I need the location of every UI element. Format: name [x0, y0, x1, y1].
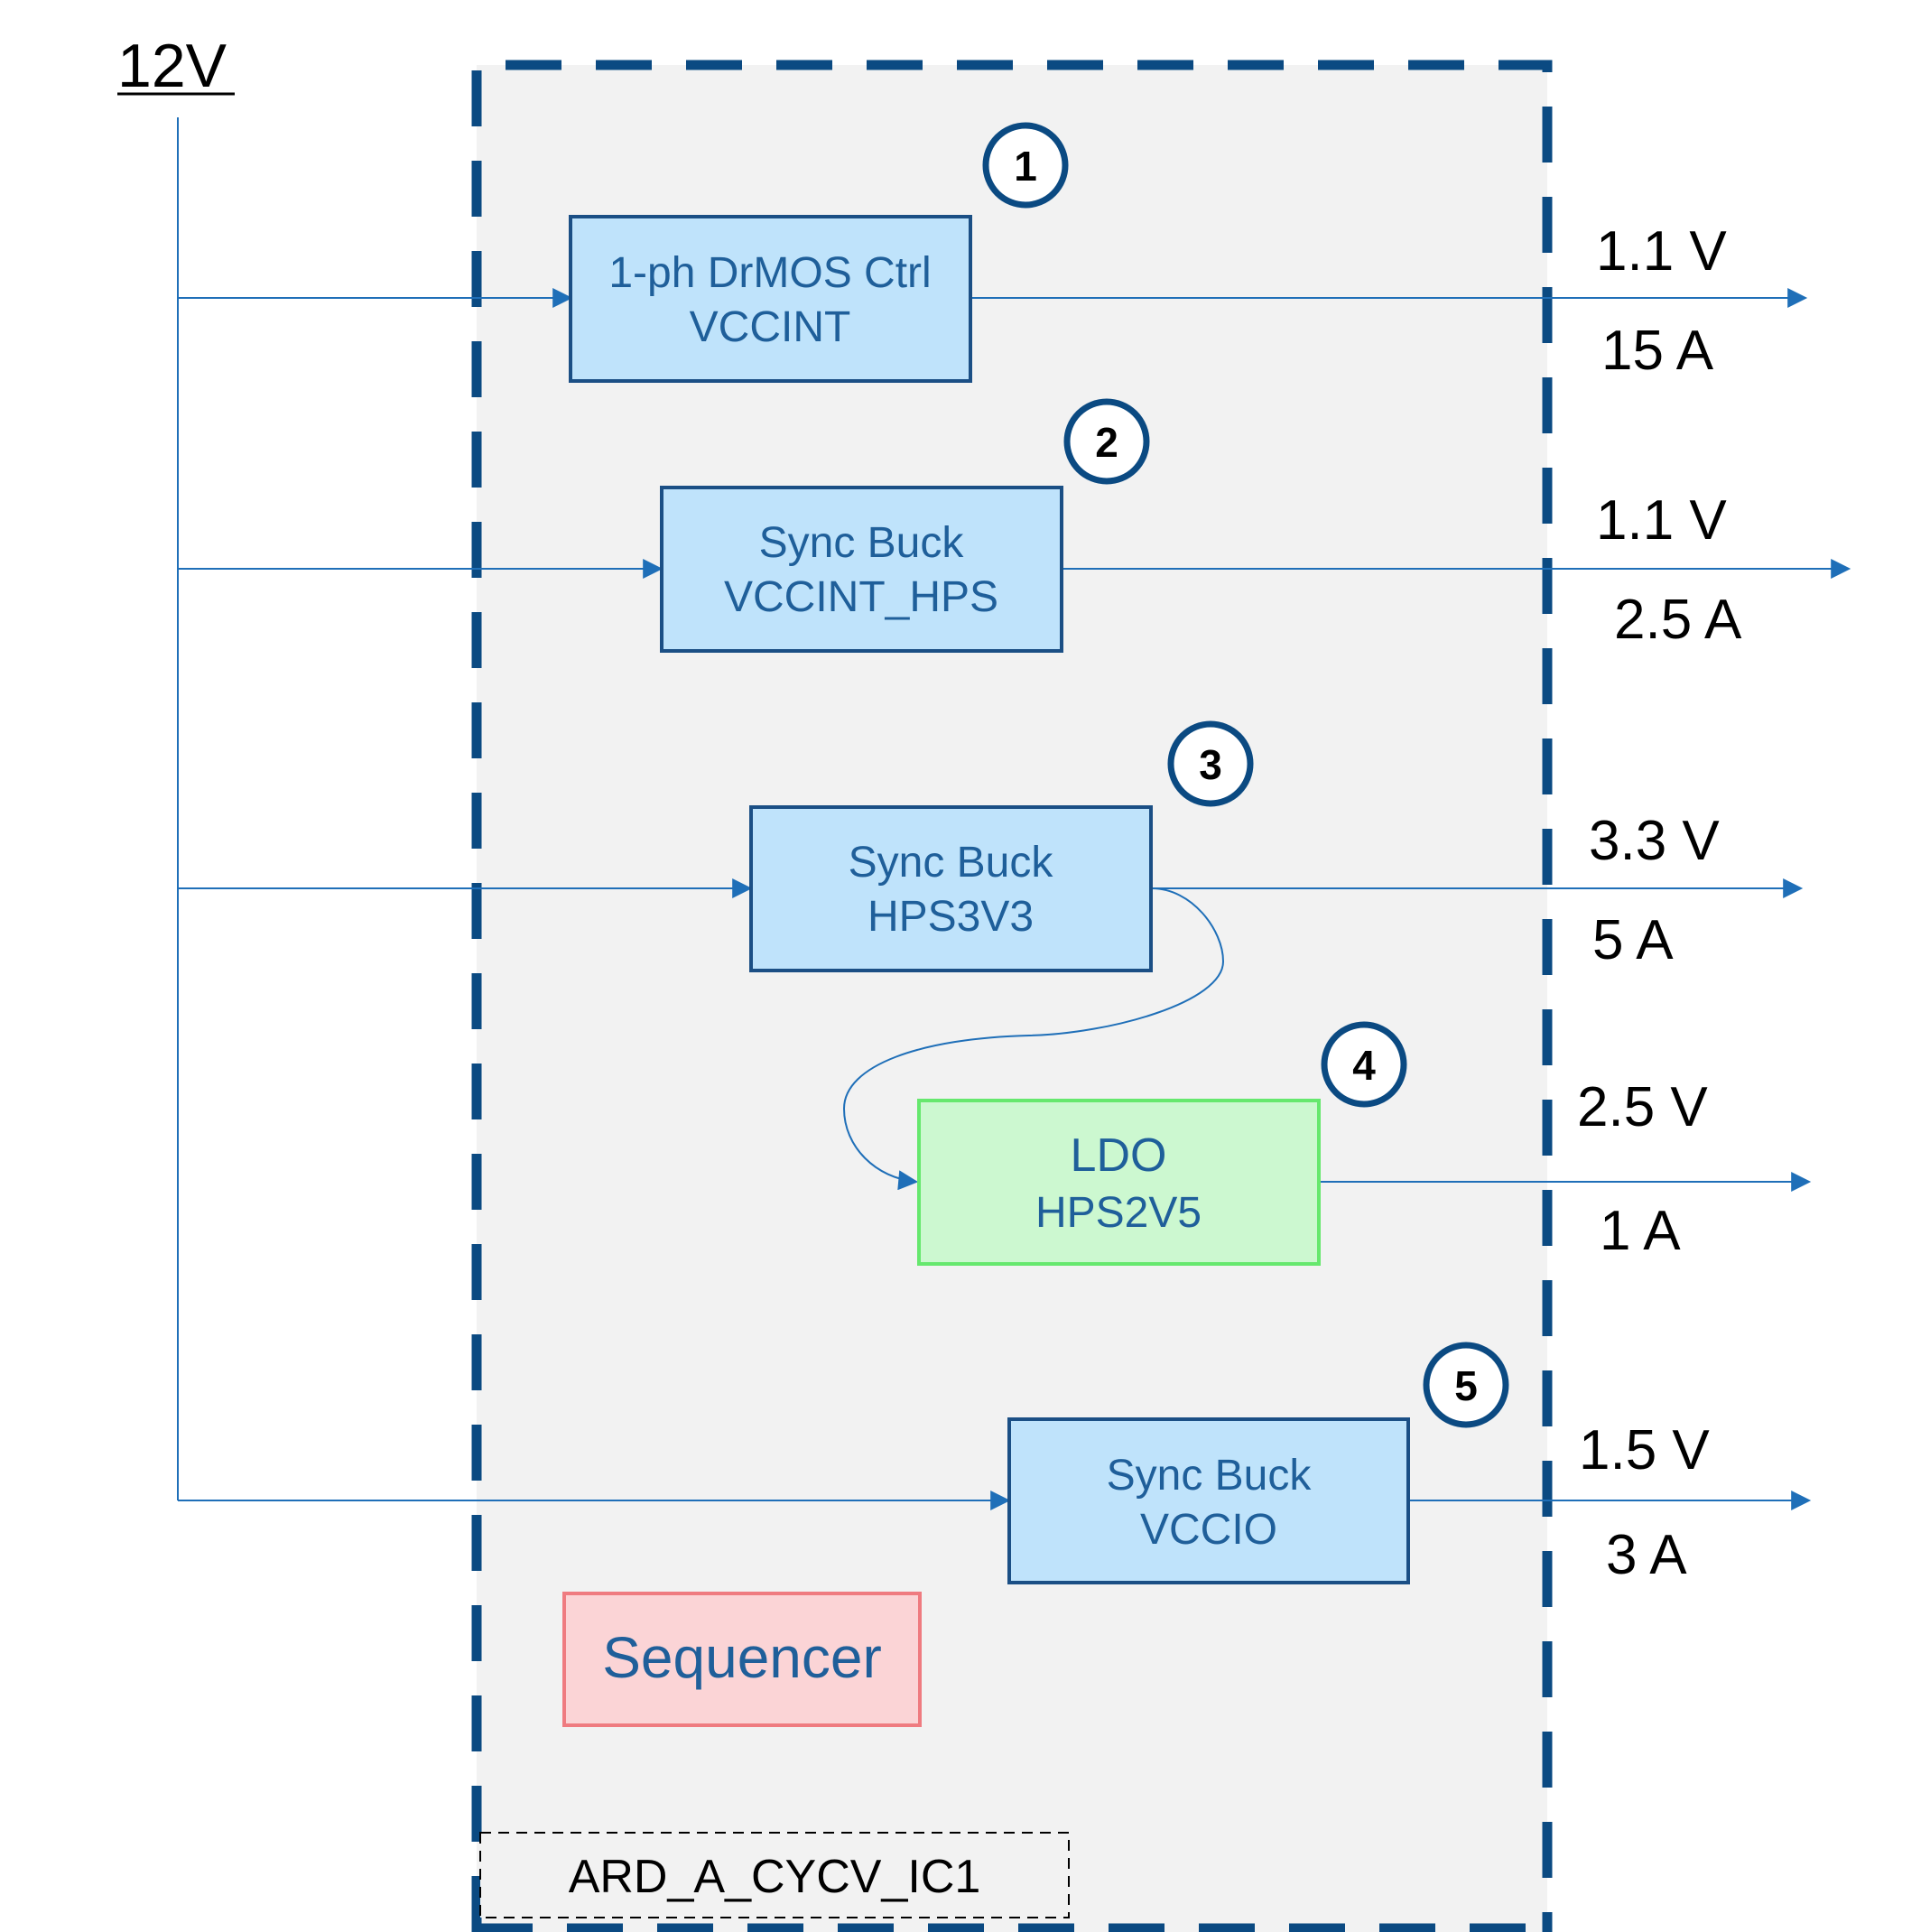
output-voltage-hps3v3: 3.3 V	[1589, 810, 1720, 872]
block-vccint-hps-line1: Sync Buck	[759, 519, 965, 567]
block-vccint-hps: Sync Buck VCCINT_HPS	[660, 486, 1063, 653]
badge-2-label: 2	[1095, 419, 1118, 466]
block-hps2v5-line2: HPS2V5	[1035, 1189, 1202, 1237]
output-current-vccint: 15 A	[1601, 320, 1714, 382]
output-voltage-hps2v5: 2.5 V	[1577, 1076, 1708, 1138]
badge-4: 4	[1321, 1021, 1407, 1108]
block-hps2v5: LDO HPS2V5	[917, 1099, 1321, 1266]
badge-4-label: 4	[1352, 1042, 1376, 1089]
block-vccint-hps-line2: VCCINT_HPS	[724, 573, 998, 621]
sequencer-block: Sequencer	[562, 1592, 922, 1727]
badge-5-label: 5	[1454, 1362, 1478, 1409]
ic-label-box: ARD_A_CYCV_IC1	[479, 1832, 1070, 1918]
badge-3-label: 3	[1199, 741, 1222, 788]
badge-3: 3	[1167, 720, 1254, 807]
output-voltage-vccint-hps: 1.1 V	[1596, 489, 1727, 552]
output-voltage-vccint: 1.1 V	[1596, 220, 1727, 283]
badge-1-label: 1	[1014, 143, 1037, 190]
block-hps3v3-line1: Sync Buck	[849, 839, 1054, 887]
badge-2: 2	[1063, 398, 1150, 485]
ic-dashed-border	[471, 60, 1553, 1932]
badge-1: 1	[982, 122, 1069, 209]
badge-5: 5	[1423, 1342, 1509, 1428]
sequencer-label: Sequencer	[602, 1625, 882, 1690]
block-vccint-line2: VCCINT	[690, 303, 851, 351]
block-hps2v5-line1: LDO	[1071, 1129, 1167, 1182]
output-current-hps3v3: 5 A	[1592, 909, 1674, 971]
block-hps3v3: Sync Buck HPS3V3	[749, 805, 1153, 972]
block-vccint-line1: 1-ph DrMOS Ctrl	[608, 249, 931, 297]
block-vccint: 1-ph DrMOS Ctrl VCCINT	[569, 215, 972, 383]
output-current-hps2v5: 1 A	[1600, 1200, 1681, 1262]
block-vccio-line1: Sync Buck	[1107, 1452, 1313, 1500]
block-vccio-line2: VCCIO	[1140, 1506, 1277, 1554]
supply-label: 12V	[117, 32, 227, 100]
block-hps3v3-line2: HPS3V3	[868, 893, 1034, 941]
block-vccio: Sync Buck VCCIO	[1007, 1417, 1410, 1584]
connector-hps3v3-to-ldo	[842, 887, 1225, 1191]
output-current-vccio: 3 A	[1606, 1524, 1687, 1586]
output-voltage-vccio: 1.5 V	[1579, 1419, 1710, 1482]
ic-label: ARD_A_CYCV_IC1	[569, 1851, 981, 1903]
output-current-vccint-hps: 2.5 A	[1614, 589, 1742, 651]
